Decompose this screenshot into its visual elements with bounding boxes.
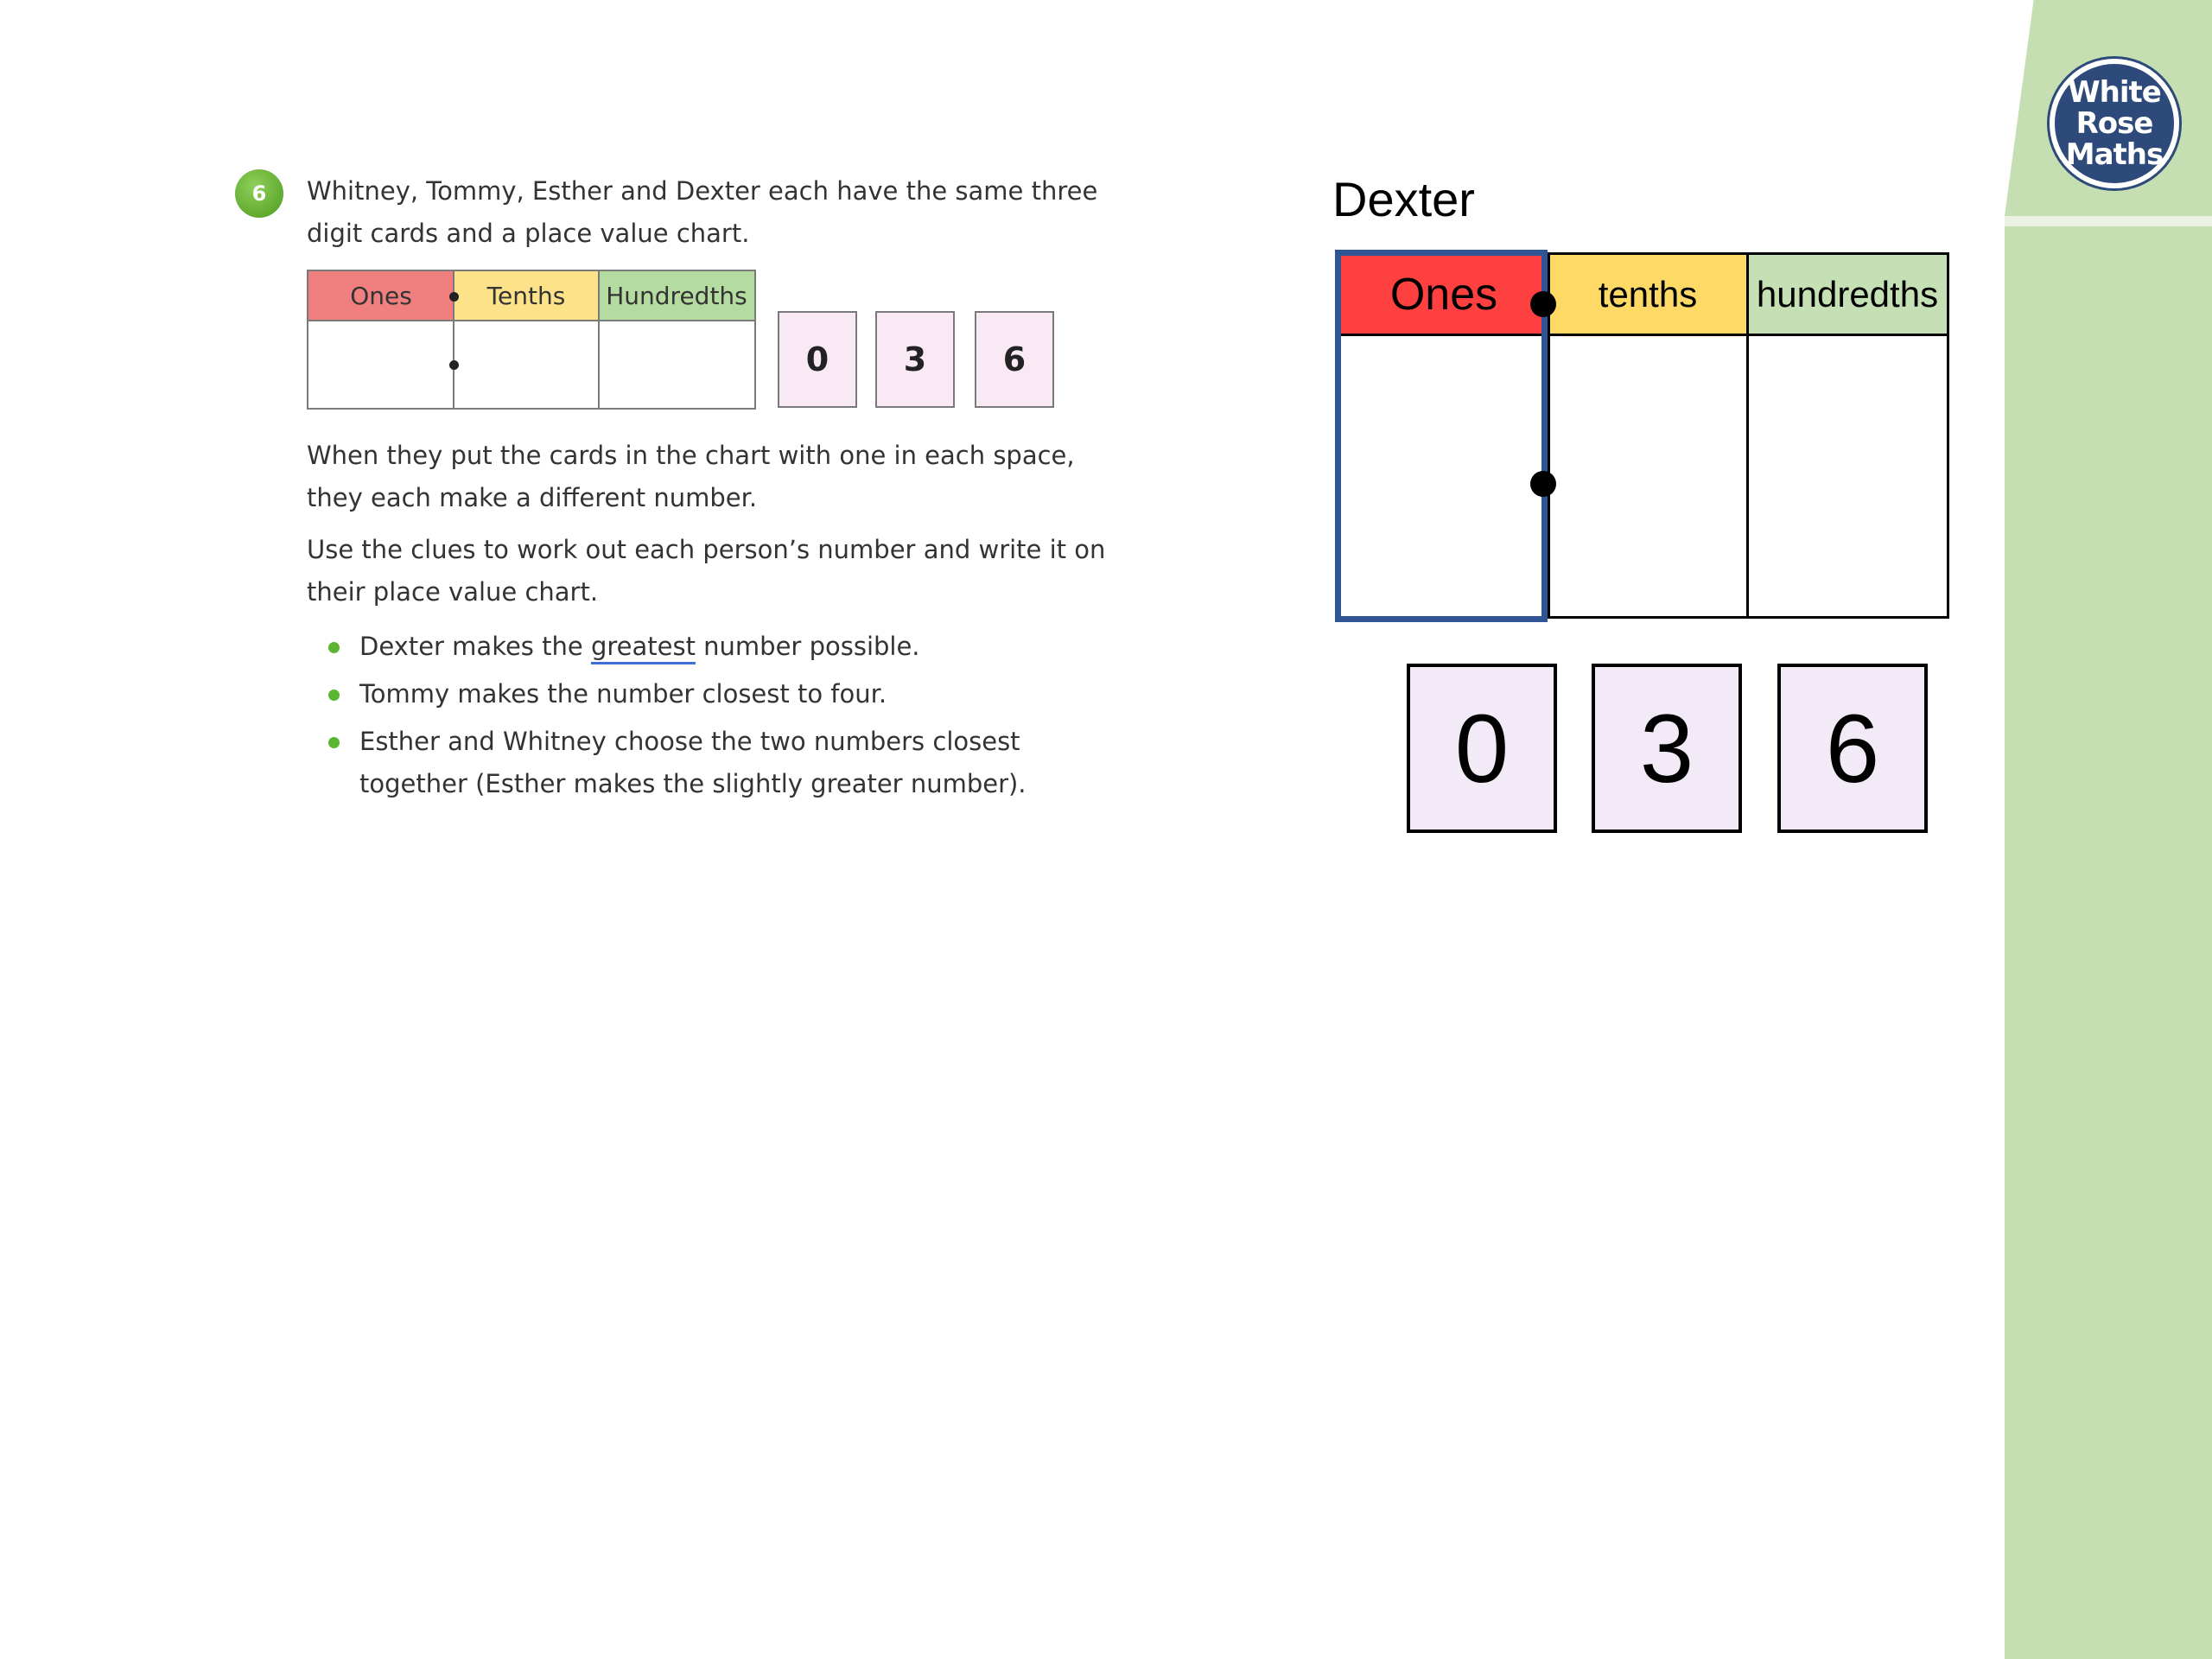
clue-esther-whitney: Esther and Whitney choose the two number… xyxy=(328,721,1068,805)
keyword-greatest: greatest xyxy=(590,632,696,661)
chart-divider xyxy=(1548,255,1550,616)
chart-divider xyxy=(1746,255,1749,616)
decimal-point xyxy=(449,360,459,370)
white-rose-maths-logo: White Rose Maths xyxy=(2050,59,2179,188)
chart-divider xyxy=(598,271,600,408)
dexter-title: Dexter xyxy=(1332,172,1475,226)
clue-list: Dexter makes the greatest number possibl… xyxy=(328,626,1106,810)
dexter-place-value-chart: Ones tenths hundredths xyxy=(1338,252,1949,619)
clue-dexter: Dexter makes the greatest number possibl… xyxy=(328,626,1106,668)
clue-tommy: Tommy makes the number closest to four. xyxy=(328,673,1106,715)
ones-column-highlight xyxy=(1335,250,1548,622)
paragraph-2: Use the clues to work out each person’s … xyxy=(307,535,1106,607)
decimal-point xyxy=(1530,471,1556,497)
header-ones: Ones xyxy=(1340,255,1548,336)
paragraph-1: When they put the cards in the chart wit… xyxy=(307,441,1075,512)
header-tenths: Tenths xyxy=(454,271,599,321)
small-place-value-chart: Ones Tenths Hundredths xyxy=(307,270,756,410)
side-panel xyxy=(2005,226,2212,1659)
bullet-icon xyxy=(328,690,340,701)
question-number-badge: 6 xyxy=(235,169,283,218)
digit-card[interactable]: 0 xyxy=(778,311,857,408)
header-tenths: tenths xyxy=(1548,255,1748,336)
header-ones: Ones xyxy=(308,271,454,321)
question-intro: Whitney, Tommy, Esther and Dexter each h… xyxy=(307,176,1098,248)
decimal-point xyxy=(449,292,459,302)
header-hundredths: hundredths xyxy=(1748,255,1947,336)
chart-divider xyxy=(453,271,454,408)
digit-card[interactable]: 6 xyxy=(1777,664,1928,833)
header-hundredths: Hundredths xyxy=(599,271,754,321)
digit-card[interactable]: 0 xyxy=(1407,664,1557,833)
bullet-icon xyxy=(328,737,340,748)
side-panel-divider xyxy=(2005,216,2212,226)
digit-card[interactable]: 3 xyxy=(875,311,955,408)
digit-card[interactable]: 6 xyxy=(975,311,1054,408)
digit-card[interactable]: 3 xyxy=(1592,664,1742,833)
bullet-icon xyxy=(328,642,340,653)
decimal-point xyxy=(1530,291,1556,317)
